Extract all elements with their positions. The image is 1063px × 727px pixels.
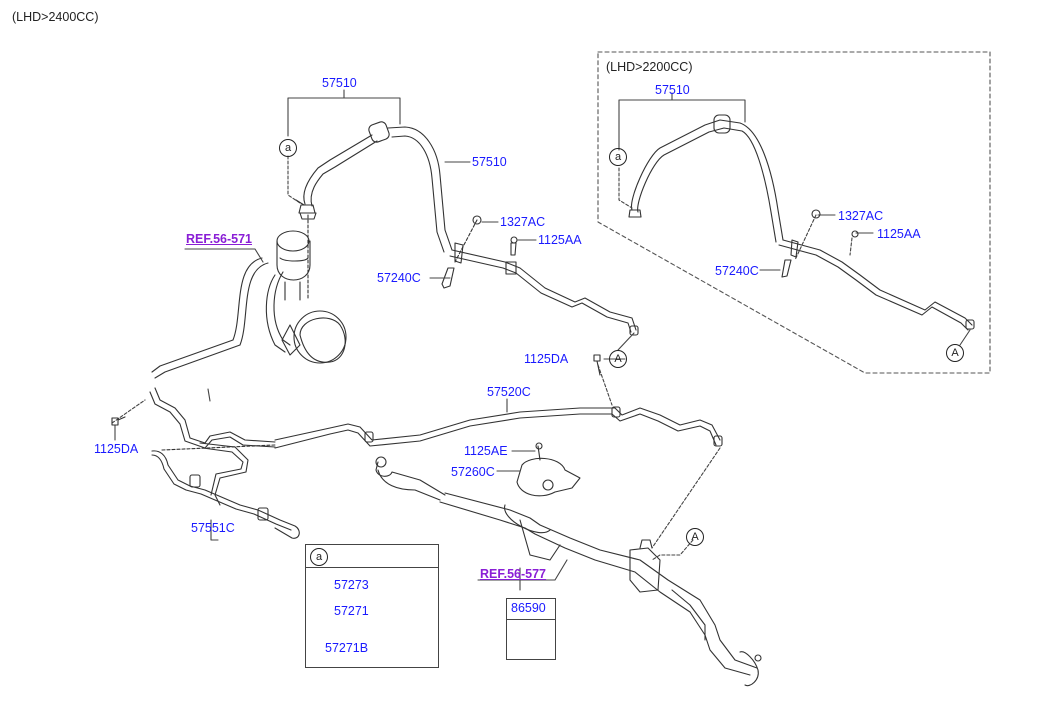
detail-box-a: a [305,544,439,668]
inset-title: (LHD>2200CC) [606,60,693,74]
bracket-cover-57260C [516,445,581,497]
ref-gear-link[interactable]: REF.56-577 [480,567,547,581]
ref-pump-link[interactable]: REF.56-571 [186,232,253,246]
label-57271[interactable]: 57271 [334,604,369,618]
inset-label-1327AC[interactable]: 1327AC [838,209,884,223]
label-57551C[interactable]: 57551C [191,521,235,535]
bolt-1125DA-right [593,354,601,376]
inset-dashed-border [597,51,991,374]
detail-box-clip-divider [507,619,555,620]
inset-marker-A: A [946,344,964,362]
diagram-title: (LHD>2400CC) [12,10,99,24]
return-tube-57520C [149,387,723,449]
label-1125DA-left[interactable]: 1125DA [94,442,139,456]
pressure-hose-57510 [298,121,453,253]
label-57520C[interactable]: 57520C [487,385,531,399]
label-1125DA-right[interactable]: 1125DA [524,352,569,366]
leader-ref-pump [184,248,264,263]
label-57510-top[interactable]: 57510 [322,76,357,90]
label-1125AA[interactable]: 1125AA [538,233,582,247]
leader-57510-main [287,89,401,125]
inset-label-57240C[interactable]: 57240C [715,264,759,278]
marker-a-main: a [279,139,297,157]
detail-box-clip [506,598,556,660]
leader-ref-gear [477,559,568,581]
label-1327AC[interactable]: 1327AC [500,215,546,229]
inset-label-1125AA[interactable]: 1125AA [877,227,921,241]
bolt-1125DA-left [111,416,126,426]
inset-label-57510[interactable]: 57510 [655,83,690,97]
label-57273[interactable]: 57273 [334,578,369,592]
pressure-tube [449,249,639,336]
inset-marker-a: a [609,148,627,166]
label-1125AE[interactable]: 1125AE [464,444,508,458]
bracket-57240C [441,242,464,289]
steering-gear [375,456,762,687]
marker-A-main-gear: A [686,528,704,546]
inset-hose-57510 [628,114,975,331]
detail-box-a-marker: a [310,548,328,566]
cooler-tube-57551C [151,442,300,539]
marker-A-main-top: A [609,350,627,368]
label-86590[interactable]: 86590 [511,601,546,615]
label-57260C[interactable]: 57260C [451,465,495,479]
label-57240C[interactable]: 57240C [377,271,421,285]
label-57510-side[interactable]: 57510 [472,155,507,169]
detail-box-a-divider [306,567,438,568]
power-steering-pump [151,214,347,379]
label-57271B[interactable]: 57271B [325,641,369,655]
